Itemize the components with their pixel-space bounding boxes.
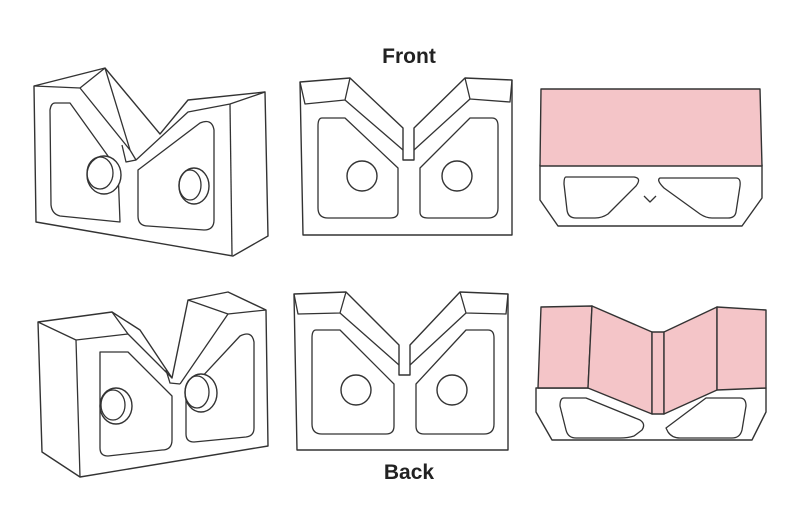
front-top-highlight-face — [539, 88, 763, 167]
front-isometric-vblock — [33, 67, 269, 257]
back-elev-hole-left — [340, 374, 372, 406]
back-iso-hole-left — [99, 387, 133, 425]
back-label: Back — [383, 461, 435, 484]
front-top-vblock — [539, 88, 763, 227]
front-elev-hole-left — [346, 160, 378, 192]
front-elev-hole-right — [441, 160, 473, 192]
back-top-vblock — [535, 305, 767, 441]
front-elevation-vblock — [299, 77, 513, 236]
back-top-left-ledge — [537, 305, 593, 389]
back-top-slot — [651, 331, 665, 415]
back-elev-hole-right — [436, 374, 468, 406]
back-top-right-ledge — [716, 306, 767, 391]
back-isometric-vblock — [37, 291, 269, 478]
back-elevation-vblock — [293, 291, 509, 451]
front-label: Front — [382, 45, 436, 68]
